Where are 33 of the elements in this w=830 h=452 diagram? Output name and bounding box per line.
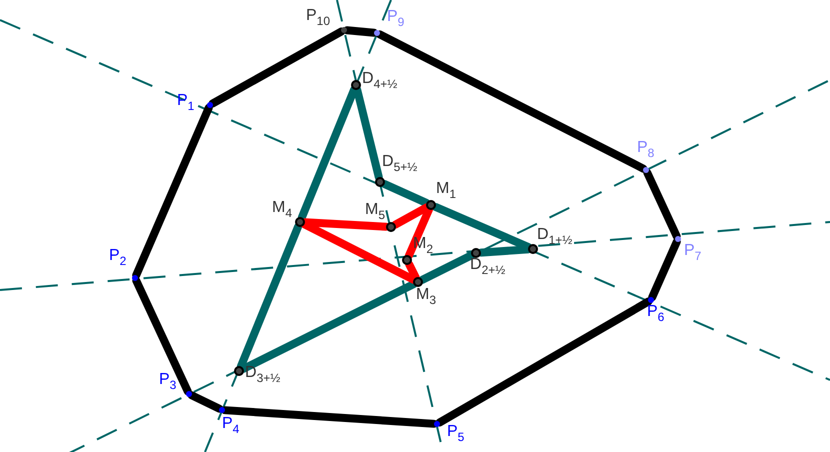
line-segment [353,86,383,182]
point-label: M$_{3}$ [416,287,436,306]
point-label: D$_{3+½}$ [245,365,280,384]
point-label: D$_{1+½}$ [537,227,572,246]
line-segment [436,298,652,426]
point-label: P$_{9}$ [387,9,404,28]
line-segment [221,406,438,428]
line-segment [343,26,378,37]
point-label: P$_{6}$ [647,304,664,323]
point-label: P$_{2}$ [109,248,126,267]
point-label: P$_{4}$ [222,416,240,435]
line-segment [643,168,681,240]
line-segment [188,391,224,413]
point-label: P$_{7}$ [684,243,702,262]
line-segment [418,251,476,284]
point-label: P$_{8}$ [637,140,654,159]
line-segment [208,27,346,108]
point-label: M$_{4}$ [272,200,292,219]
point-label: P$_{3}$ [159,372,176,391]
line-segment [376,30,648,173]
line-segment [301,218,390,231]
point-label: D$_{5+½}$ [382,154,418,173]
line-segment [132,276,192,396]
point-label: P$_{10}$ [306,8,330,27]
line-segment [380,180,430,207]
point-label: M$_{5}$ [365,202,386,221]
line-segment [477,245,532,257]
point-label: M$_{1}$ [436,181,456,200]
point-label: D$_{4+½}$ [362,71,398,90]
line-segment [648,238,681,302]
point-label: P$_{5}$ [447,424,464,443]
line-segment [132,104,213,280]
point-label: D$_{2+½}$ [470,257,506,276]
